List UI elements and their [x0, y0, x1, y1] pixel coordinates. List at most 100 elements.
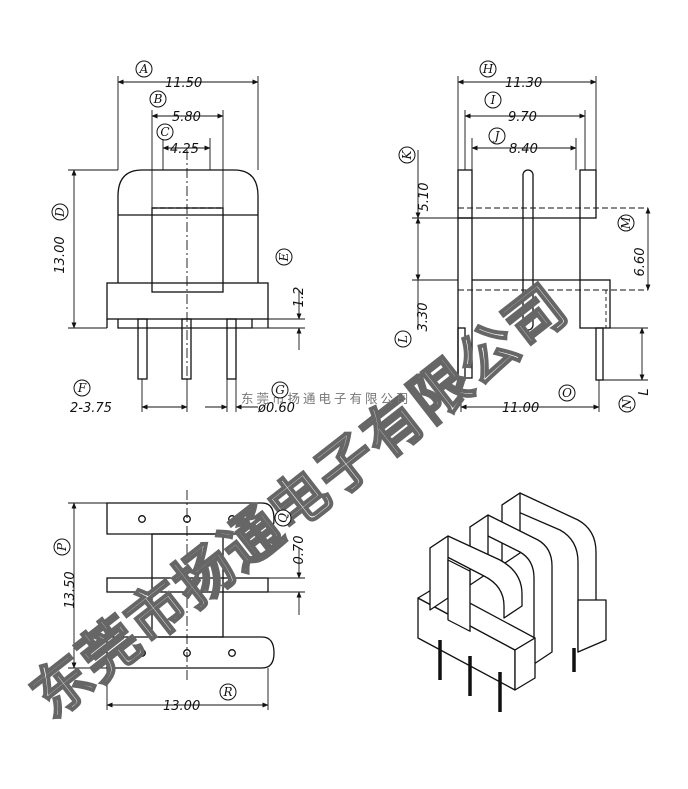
dimension-letter: N — [620, 398, 634, 410]
side-pin-right — [595, 327, 604, 381]
front-cover-outline — [117, 169, 259, 283]
dimension-circle-d — [51, 203, 69, 221]
dimension-letter: R — [222, 685, 232, 699]
pin-hole — [138, 515, 146, 523]
dimension-letter: P — [55, 542, 69, 552]
dimension-value: 5.10 — [417, 183, 432, 212]
dimension-letter: I — [490, 93, 496, 107]
dimension-value: 11.30 — [505, 76, 542, 91]
dimension-r: R 13.00 — [163, 683, 237, 714]
dimension-k: K5.10 — [398, 146, 432, 212]
dimension-letter: C — [160, 125, 169, 139]
dimension-value: 13.00 — [53, 236, 68, 273]
pin-hole — [138, 649, 146, 657]
dimension-q: Q 0.70 — [274, 509, 307, 565]
dimension-letter: A — [139, 62, 149, 76]
dimension-value: 1.2 — [292, 287, 307, 308]
dimension-letter: Q — [276, 513, 290, 523]
dimension-h: H11.30 — [479, 60, 542, 91]
dimension-d: D 13.00 — [51, 203, 69, 274]
dimension-letter: O — [562, 386, 572, 400]
pin-hole — [183, 649, 191, 657]
pin-hole — [228, 649, 236, 657]
top-view-dimensions — [68, 502, 305, 710]
side-right-flange-top — [579, 169, 597, 219]
dimension-m: M 6.60 — [617, 214, 648, 277]
dimension-letter: L — [396, 335, 410, 344]
pin-hole — [183, 515, 191, 523]
top-lower-flange — [106, 636, 275, 669]
side-right-block — [579, 279, 611, 329]
dimension-circle-e — [275, 248, 293, 266]
dimension-value: 11.00 — [502, 401, 539, 416]
dimension-o: O 11.00 — [502, 384, 576, 416]
iso-right-foot — [577, 599, 607, 653]
dimension-n: NL — [618, 388, 652, 413]
dimension-value: 13.50 — [63, 571, 78, 608]
side-view-dimensions — [412, 76, 651, 412]
dimension-circle-h — [479, 60, 497, 78]
front-base-foot — [117, 319, 253, 329]
dimension-value: 11.50 — [165, 76, 202, 91]
iso-front-core — [447, 559, 471, 632]
dimension-circle-f — [73, 379, 91, 397]
dimension-circle-l — [394, 330, 412, 348]
dimension-letter: B — [153, 92, 163, 106]
iso-base-side — [514, 637, 536, 691]
dimension-value: 2-3.75 — [70, 401, 112, 416]
top-upper-flange — [106, 502, 275, 535]
dimension-letter: G — [275, 383, 285, 397]
dimension-letter: D — [53, 207, 67, 218]
iso-middle-flange — [469, 514, 553, 665]
dimension-circle-b — [149, 90, 167, 108]
dimension-circle-p — [53, 538, 71, 556]
top-middle-plate — [106, 577, 269, 593]
dimension-value: 4.25 — [170, 142, 199, 157]
dimension-p: P 13.50 — [53, 538, 78, 609]
dimension-value: 13.00 — [163, 699, 200, 714]
dimension-f: F 2-3.75 — [70, 379, 112, 416]
dimension-letter: M — [619, 216, 633, 230]
dimension-value: 6.60 — [633, 248, 648, 277]
front-pin-left — [137, 318, 148, 380]
dimension-letter: E — [277, 252, 291, 262]
dimension-g: Gø0.60 — [257, 381, 295, 416]
side-pin-left — [457, 327, 466, 381]
dimension-circle-r — [219, 683, 237, 701]
dimension-value: 9.70 — [508, 110, 537, 125]
top-view — [106, 490, 275, 680]
dimension-value: 3.30 — [416, 303, 431, 332]
side-left-flange-top — [457, 169, 473, 219]
front-view-dimensions — [68, 76, 305, 412]
dimension-l: L 3.30 — [394, 303, 431, 348]
dimension-letter: J — [492, 129, 501, 143]
iso-front-flange-top — [429, 535, 523, 619]
dimension-circle-a — [135, 60, 153, 78]
dimension-circle-q — [274, 509, 292, 527]
side-middle-plate — [522, 169, 534, 331]
pin-hole — [228, 515, 236, 523]
front-view — [106, 150, 269, 380]
front-pin-center — [181, 318, 192, 380]
dimension-value: L — [637, 388, 652, 395]
dimension-value: ø0.60 — [257, 401, 295, 416]
front-pin-right — [226, 318, 237, 380]
dimension-value: 0.70 — [292, 536, 307, 565]
dimension-letter: F — [77, 381, 87, 395]
front-base — [106, 282, 269, 320]
dimension-j: J 8.40 — [488, 127, 538, 157]
dimension-circle-m — [617, 214, 635, 232]
dimension-i: I 9.70 — [484, 91, 537, 125]
dimension-b: B5.80 — [149, 90, 201, 125]
dimension-circle-o — [558, 384, 576, 402]
dimension-value: 8.40 — [509, 142, 538, 157]
dimension-circle-k — [398, 146, 416, 164]
isometric-view — [417, 492, 607, 712]
dimension-circle-c — [156, 123, 174, 141]
dimension-circle-i — [484, 91, 502, 109]
dimension-circle-n — [618, 395, 636, 413]
front-window — [151, 207, 224, 293]
dimension-a: A 11.50 — [135, 60, 202, 91]
